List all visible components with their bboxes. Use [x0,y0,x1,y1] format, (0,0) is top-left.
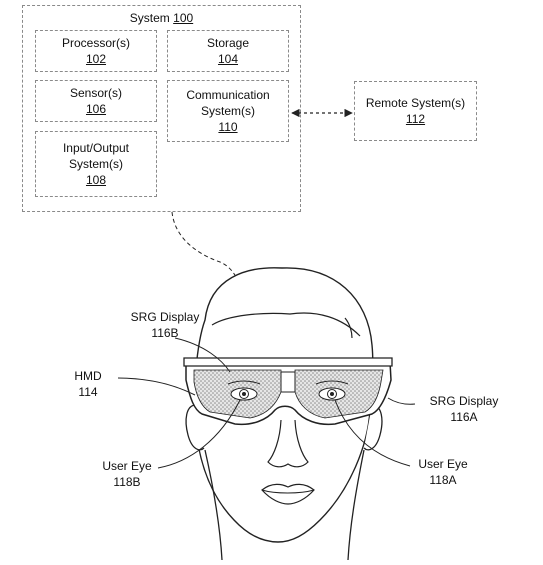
nose-bridge [280,371,296,393]
callout-hmd-label: HMD [74,369,102,383]
callout-srg-right-label: SRG Display [429,394,499,408]
eye-left [227,380,261,401]
leader-srg-right [387,397,416,405]
callout-eye-left-label: User Eye [102,459,152,473]
callout-eye-left-number: 118B [113,475,141,489]
neck-right [347,449,365,561]
storage-number: 104 [217,52,239,66]
sensor-box: Sensor(s) 106 [35,80,157,122]
neck-left [204,449,223,561]
callout-srg-left-label: SRG Display [130,310,200,324]
nose [267,419,309,468]
callout-eye-right-label: User Eye [418,457,468,471]
io-number: 108 [85,173,107,187]
processor-number: 102 [85,52,107,66]
communication-number: 110 [218,120,238,134]
sensor-label: Sensor(s) [69,86,122,100]
callout-eye-left: User Eye 118B [94,458,160,490]
hair-strand [344,317,353,339]
callout-srg-left: SRG Display 116B [120,309,210,341]
callout-srg-right: SRG Display 116A [414,393,514,425]
storage-label: Storage [206,36,250,50]
io-label-line2: System(s) [69,157,123,171]
callout-hmd-number: 114 [78,385,98,399]
remote-system-box: Remote System(s) 112 [354,81,477,141]
hmd-top-band [183,357,393,367]
eye-right [315,380,349,401]
callout-hmd: HMD 114 [58,368,118,400]
io-box: Input/Output System(s) 108 [35,131,157,197]
sensor-number: 106 [85,102,107,116]
remote-label: Remote System(s) [365,96,466,110]
leader-eye-left [157,399,241,469]
system-box [22,5,301,212]
system-number: 100 [173,11,194,25]
system-label: System [129,11,170,25]
processor-label: Processor(s) [61,36,130,50]
leader-eye-right [334,399,411,467]
callout-eye-right-number: 118A [429,473,457,487]
leader-srg-left [174,337,231,373]
io-label-line1: Input/Output [62,141,130,155]
remote-number: 112 [405,112,426,126]
storage-box: Storage 104 [167,30,289,72]
leader-hmd [117,377,196,396]
callout-eye-right: User Eye 118A [408,456,478,488]
communication-label-line1: Communication [186,88,270,102]
processor-box: Processor(s) 102 [35,30,157,72]
callout-srg-right-number: 116A [450,410,478,424]
mouth-line [261,489,315,494]
hair-line [211,312,361,337]
communication-box: Communication System(s) 110 [167,80,289,142]
system-title: System 100 [22,10,301,26]
communication-label-line2: System(s) [201,104,255,118]
callout-srg-left-number: 116B [151,326,179,340]
